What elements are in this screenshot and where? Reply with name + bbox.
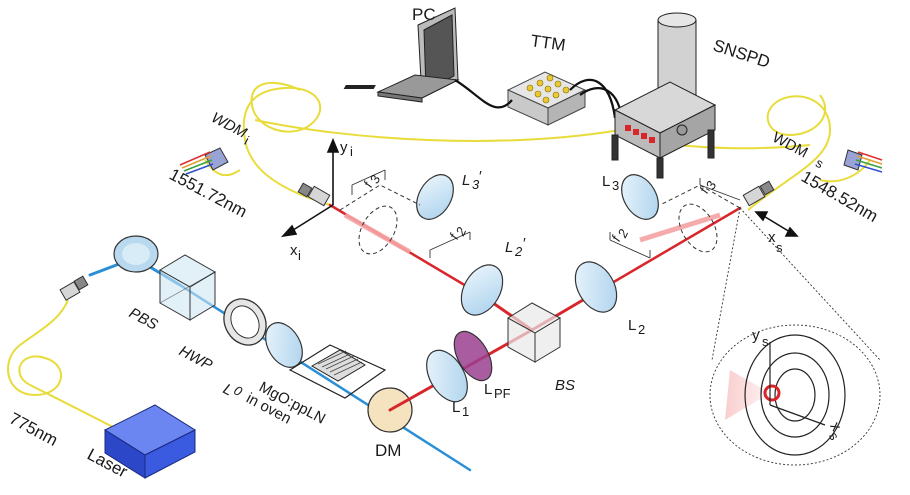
pc-laptop — [343, 7, 460, 103]
snspd-unit — [611, 12, 717, 179]
label-l1-sub: 1 — [462, 404, 469, 419]
ttm-box — [506, 71, 587, 126]
dashed-planes — [339, 184, 741, 255]
idler-axes — [280, 137, 340, 238]
label-wl-idler: 1551.72nm — [166, 165, 250, 222]
label-l3-sub: 3 — [612, 178, 619, 193]
label-l2p-prime: ′ — [523, 235, 526, 252]
label-wdm-s-sub: s — [813, 155, 826, 172]
lens-l2 — [574, 261, 618, 313]
label-l2p-sub: 2 — [514, 244, 523, 259]
mirror-pump — [113, 235, 159, 273]
signal-axis — [754, 211, 799, 237]
label-xs-zoom-sub: s — [826, 429, 842, 443]
focal-brackets — [351, 169, 741, 259]
idler-collimator — [297, 182, 331, 207]
label-bs: BS — [555, 377, 575, 394]
label-ys-zoom: y — [752, 327, 760, 344]
lens-l2-prime — [460, 264, 504, 316]
wdm-s-grating — [843, 149, 883, 173]
label-l3: L — [602, 173, 610, 190]
crystal-oven — [288, 344, 387, 399]
wdm-i-grating — [179, 147, 229, 175]
label-l2-sub: 2 — [638, 322, 645, 337]
lens-l3 — [621, 174, 659, 220]
signal-collimator — [742, 180, 775, 207]
label-lpf-sub: PF — [494, 386, 511, 401]
label-yi: y — [340, 139, 348, 156]
label-wdm-i: WDM — [208, 109, 250, 142]
laser-source — [103, 404, 197, 479]
label-xs-sub: s — [776, 240, 783, 255]
red-beam-faint — [343, 212, 721, 255]
label-f3-s: f — [696, 185, 712, 196]
label-yi-sub: i — [350, 144, 353, 159]
label-wdm-i-sub: i — [242, 133, 252, 148]
label-l1: L — [452, 399, 460, 416]
zoom-inset — [725, 334, 846, 456]
zoom-cone — [709, 207, 881, 466]
lpf — [453, 330, 493, 382]
label-lpf: L — [484, 381, 492, 398]
label-l2p: L — [505, 239, 513, 256]
lens-l3-prime — [416, 174, 454, 220]
label-f3-i: f — [360, 179, 376, 190]
label-xi: x — [290, 242, 298, 259]
label-snspd: SNSPD — [711, 36, 773, 72]
label-dm: DM — [375, 441, 401, 460]
label-xi-sub: i — [298, 248, 301, 263]
label-hwp: HWP — [176, 343, 215, 374]
label-l2: L — [628, 317, 636, 334]
label-wdm-s: WDM — [770, 129, 811, 162]
label-f2-s: f — [608, 233, 624, 244]
label-wl-signal: 1548.52nm — [798, 167, 881, 226]
hwp — [223, 298, 267, 346]
label-pc: PC — [412, 5, 436, 24]
bs-cube — [507, 302, 562, 363]
label-l3p: L — [462, 172, 470, 189]
pump-collimator — [59, 275, 89, 301]
label-xs: x — [768, 229, 776, 246]
label-l3p-prime: ′ — [479, 168, 482, 185]
pbs-cube — [159, 254, 216, 321]
label-l3p-sub: 3 — [472, 177, 480, 192]
lens-l1 — [426, 349, 468, 403]
label-ys-zoom-sub: s — [762, 334, 769, 349]
label-wl-pump: 775nm — [6, 409, 61, 450]
label-f2-i: f — [446, 231, 462, 242]
label-ttm: TTM — [529, 31, 566, 55]
label-pbs: PBS — [126, 305, 160, 334]
